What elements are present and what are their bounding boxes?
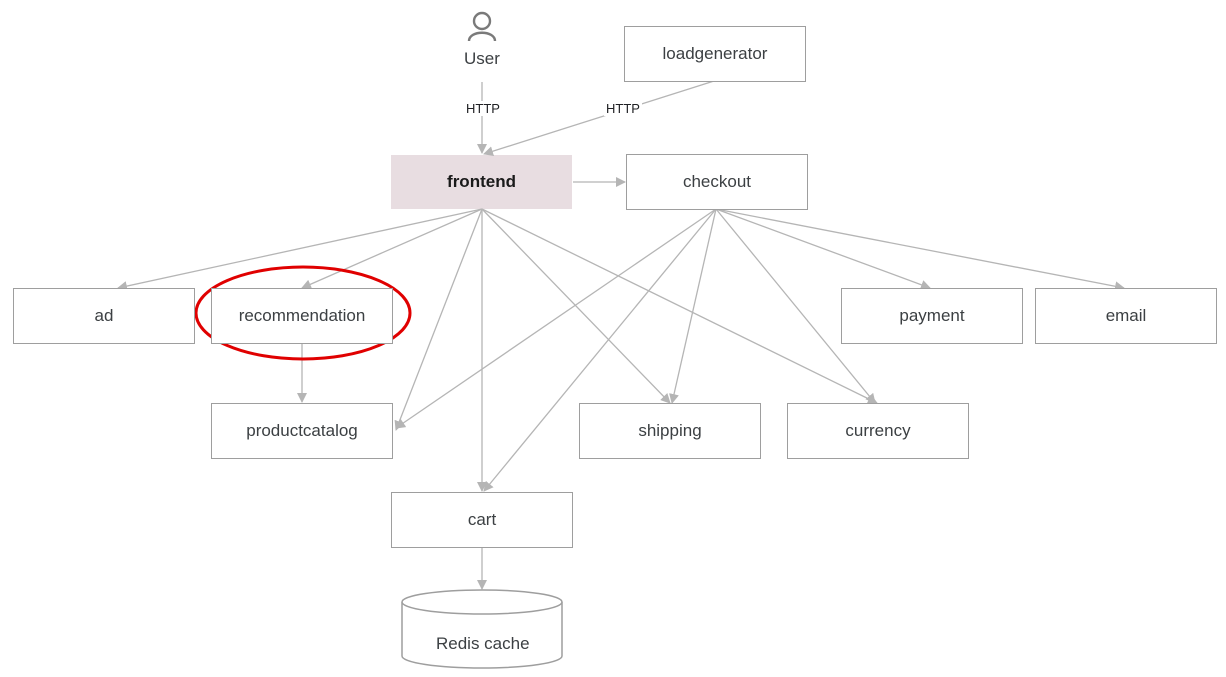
- redis-cache-label: Redis cache: [436, 634, 530, 653]
- edge-loadgenerator-frontend: [483, 80, 715, 157]
- edge-checkout-email: [715, 208, 1125, 292]
- edge-checkout-currency: [715, 208, 876, 404]
- node-frontend: frontend: [447, 172, 516, 191]
- edge-checkout-shipping: [669, 208, 717, 404]
- edge-label-user-http: HTTP: [464, 101, 502, 116]
- node-recommendation: recommendation: [211, 288, 393, 344]
- node-productcatalog: productcatalog: [211, 403, 393, 459]
- node-cart: cart: [391, 492, 573, 548]
- edge-checkout-cart: [483, 208, 717, 492]
- node-checkout: checkout: [626, 154, 808, 210]
- node-shipping: shipping: [579, 403, 761, 459]
- node-email: email: [1035, 288, 1217, 344]
- edge-frontend-ad: [117, 208, 483, 291]
- frontend-fill: [391, 155, 572, 209]
- edge-checkout-productcatalog: [395, 208, 717, 429]
- edge-frontend-currency: [481, 208, 878, 404]
- user-label: User: [464, 49, 500, 68]
- redis-cache-cylinder: [401, 589, 563, 669]
- node-ad: ad: [13, 288, 195, 344]
- edge-frontend-shipping: [481, 208, 671, 404]
- edge-checkout-payment: [715, 208, 931, 290]
- highlight-ellipse: [194, 265, 412, 361]
- node-loadgenerator: loadgenerator: [624, 26, 806, 82]
- edge-frontend-recommendation: [301, 208, 483, 289]
- edge-frontend-productcatalog: [394, 208, 483, 431]
- edge-label-loadgenerator-http: HTTP: [604, 101, 642, 116]
- user-icon: [467, 11, 497, 42]
- node-currency: currency: [787, 403, 969, 459]
- node-payment: payment: [841, 288, 1023, 344]
